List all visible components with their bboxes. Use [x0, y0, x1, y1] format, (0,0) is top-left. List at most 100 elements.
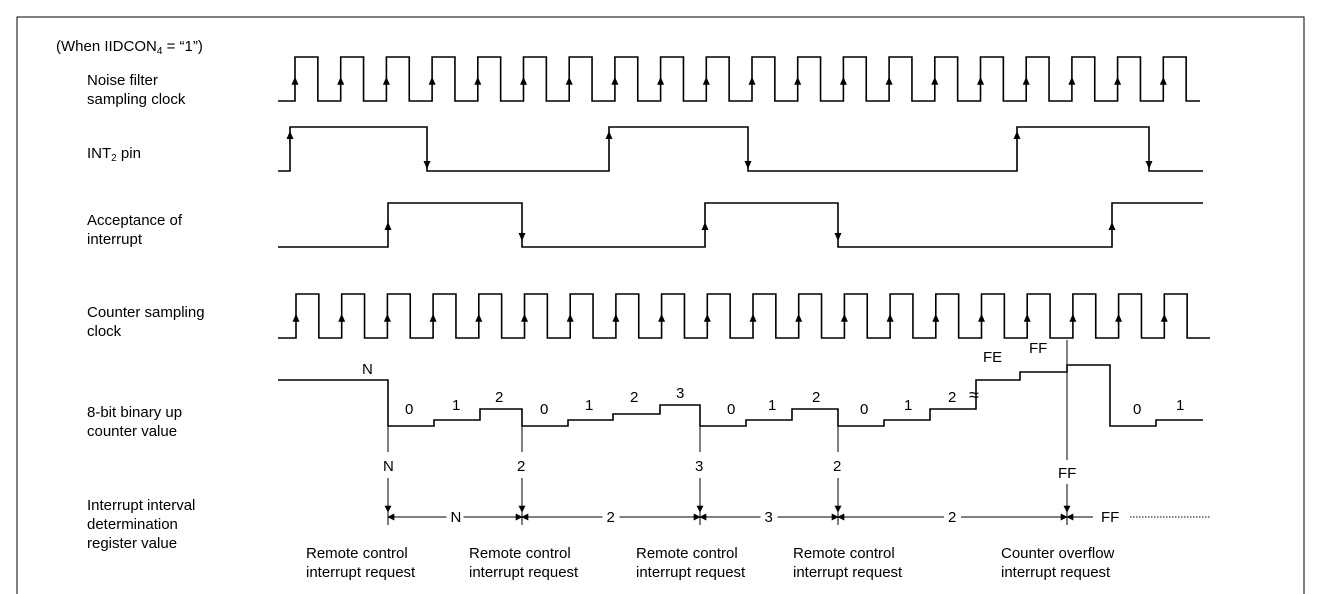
svg-text:clock: clock — [87, 323, 122, 340]
svg-text:interrupt request: interrupt request — [306, 564, 416, 581]
counter-value-label: 0 — [405, 401, 413, 418]
counter-value-label: 1 — [452, 397, 460, 414]
rising-edge-arrow — [337, 76, 345, 85]
condition-header: (When IIDCON4 = “1”) — [56, 38, 203, 57]
rising-edge-arrow — [428, 76, 436, 85]
captured-value: 2 — [517, 458, 525, 475]
svg-text:register value: register value — [87, 535, 177, 552]
svg-text:counter value: counter value — [87, 423, 177, 440]
falling-edge-arrow — [834, 233, 842, 241]
register-value-label: Interrupt interval determination registe… — [87, 497, 195, 552]
svg-text:interrupt request: interrupt request — [1001, 564, 1111, 581]
rising-edge-arrow — [521, 313, 528, 322]
rising-edge-arrow — [286, 131, 294, 139]
counter-clock-edge-arrows — [292, 313, 1168, 322]
rising-edge-arrow — [657, 76, 665, 85]
svg-text:interrupt request: interrupt request — [793, 564, 903, 581]
int2-pin-waveform — [278, 126, 1203, 172]
captured-value: 3 — [695, 458, 703, 475]
svg-text:Remote control: Remote control — [636, 545, 738, 562]
rising-edge-arrow — [1068, 76, 1076, 85]
noise-filter-label: Noise filter sampling clock — [87, 72, 186, 108]
rising-edge-arrow — [611, 76, 619, 85]
counter-value-label: 0 — [727, 401, 735, 418]
rising-edge-arrow — [1108, 222, 1116, 230]
frame-border — [16, 16, 1305, 594]
counter-value-label: N — [362, 361, 373, 378]
int2-pin-label: INT2 pin — [87, 145, 141, 164]
rising-edge-arrow — [702, 76, 710, 85]
counter-clock-waveform — [278, 293, 1210, 339]
acceptance-edge-arrows — [384, 222, 1116, 241]
interval-value: FF — [1101, 509, 1119, 526]
counter-value-label: 0 — [860, 401, 868, 418]
rising-edge-arrow — [977, 76, 984, 85]
interval-value: 2 — [948, 509, 956, 526]
counter-value-label: 2 — [495, 389, 503, 406]
rising-edge-arrow — [474, 76, 482, 85]
acceptance-label: Acceptance of interrupt — [87, 212, 183, 248]
rising-edge-arrow — [292, 313, 300, 322]
counter-value-label: 2 — [948, 389, 956, 406]
svg-text:interrupt: interrupt — [87, 231, 143, 248]
rising-edge-arrow — [566, 313, 574, 322]
falling-edge-arrow — [518, 233, 526, 241]
svg-text:Counter overflow: Counter overflow — [1001, 545, 1115, 562]
counter-value-label: 1 — [904, 397, 912, 414]
rising-edge-arrow — [658, 313, 666, 322]
rising-edge-arrow — [1114, 76, 1122, 85]
falling-edge-arrow — [423, 161, 431, 169]
rising-edge-arrow — [748, 76, 756, 85]
falling-edge-arrow — [744, 161, 752, 169]
counter-value-label: 2 — [812, 389, 820, 406]
int2-pin-edge-arrows — [286, 131, 1153, 169]
interrupt-request-label: Counter overflow interrupt request — [1001, 545, 1115, 581]
interval-value: 3 — [765, 509, 773, 526]
counter-value-label: FF — [1029, 340, 1047, 357]
rising-edge-arrow — [605, 131, 613, 139]
svg-text:interrupt request: interrupt request — [469, 564, 579, 581]
counter-clock-label: Counter sampling clock — [87, 304, 205, 340]
falling-edge-arrow — [1145, 161, 1153, 169]
rising-edge-arrow — [1023, 313, 1031, 322]
counter-value-label: FE — [983, 349, 1002, 366]
rising-edge-arrow — [703, 313, 711, 322]
svg-text:Remote control: Remote control — [469, 545, 571, 562]
rising-edge-arrow — [338, 313, 346, 322]
rising-edge-arrow — [978, 313, 985, 322]
rising-edge-arrow — [291, 76, 299, 85]
counter-break-symbol: ≈ — [969, 385, 979, 405]
counter-value-label: 1 — [1176, 397, 1184, 414]
svg-text:determination: determination — [87, 516, 178, 533]
svg-text:8-bit binary up: 8-bit binary up — [87, 404, 182, 421]
captured-value: N — [383, 458, 394, 475]
interval-value: 2 — [607, 509, 615, 526]
interrupt-request-labels: Remote control interrupt request Remote co… — [306, 545, 1115, 581]
rising-edge-arrow — [383, 313, 391, 322]
rising-edge-arrow — [565, 76, 573, 85]
rising-edge-arrow — [886, 313, 894, 322]
svg-text:Noise filter: Noise filter — [87, 72, 158, 89]
rising-edge-arrow — [1069, 313, 1077, 322]
svg-text:Acceptance of: Acceptance of — [87, 212, 183, 229]
rising-edge-arrow — [1115, 313, 1123, 322]
rising-edge-arrow — [749, 313, 757, 322]
rising-edge-arrow — [840, 313, 848, 322]
interrupt-request-label: Remote control interrupt request — [469, 545, 579, 581]
counter-value-label: 0 — [1133, 401, 1141, 418]
counter-value-label: 1 — [768, 397, 776, 414]
rising-edge-arrow — [932, 313, 940, 322]
counter-value-label: 1 — [585, 397, 593, 414]
interval-value: N — [451, 509, 462, 526]
rising-edge-arrow — [885, 76, 893, 85]
rising-edge-arrow — [931, 76, 939, 85]
counter-value-label: 8-bit binary up counter value — [87, 404, 182, 440]
rising-edge-arrow — [475, 313, 483, 322]
rising-edge-arrow — [382, 76, 390, 85]
rising-edge-arrow — [1013, 131, 1021, 139]
svg-text:sampling clock: sampling clock — [87, 91, 186, 108]
